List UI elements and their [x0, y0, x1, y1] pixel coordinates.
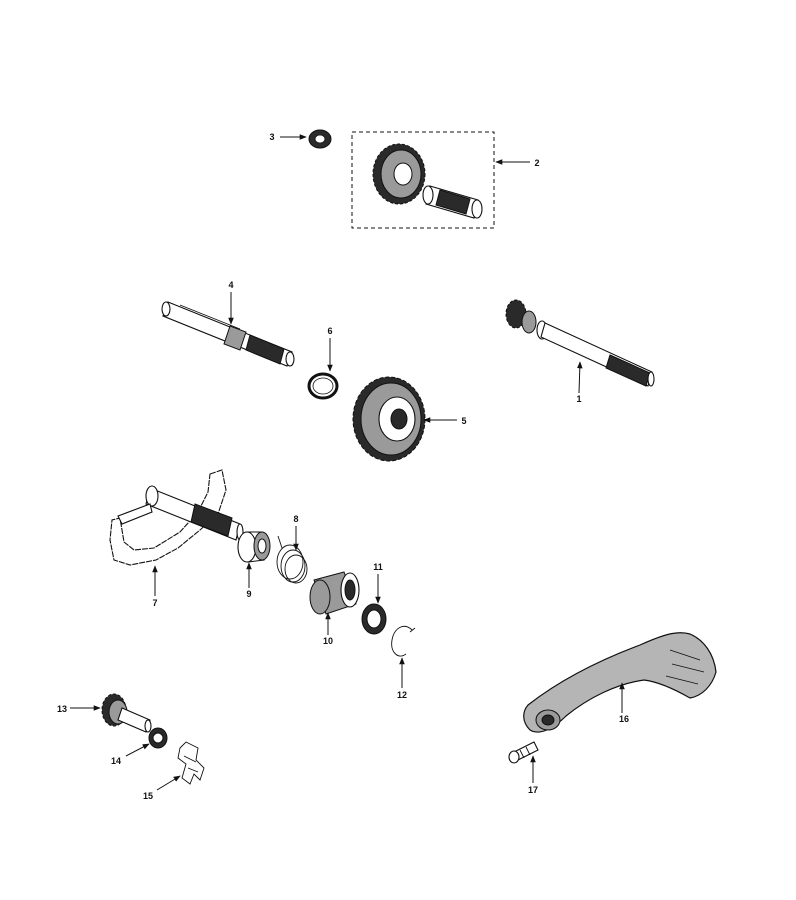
- callout-12: 12: [397, 690, 407, 700]
- callout-17: 17: [528, 785, 538, 795]
- callout-1: 1: [576, 394, 581, 404]
- part-8-spring: [276, 535, 308, 584]
- leader-14: [125, 743, 150, 757]
- callout-15: 15: [143, 791, 153, 801]
- callout-10: 10: [323, 636, 333, 646]
- callout-8: 8: [293, 514, 298, 524]
- callout-3: 3: [269, 132, 274, 142]
- part-10-sleeve: [309, 571, 360, 615]
- part-2-pinion-shaft: [422, 185, 483, 219]
- part-14-washer: [148, 727, 168, 749]
- callout-5: 5: [461, 416, 466, 426]
- callout-labels: 1 2 3 4 5 6 7 8 9 10 11 12 13 14 15 16 1…: [57, 132, 629, 801]
- callout-11: 11: [373, 562, 383, 572]
- callout-6: 6: [327, 326, 332, 336]
- part-17-bolt: [508, 741, 539, 764]
- part-1-input-shaft: [505, 299, 655, 387]
- part-11-washer: [361, 603, 387, 635]
- part-9-bushing: [237, 531, 271, 563]
- part-3-washer: [308, 129, 332, 149]
- part-2-gear: [372, 143, 426, 205]
- callout-2: 2: [534, 158, 539, 168]
- leader-lines: [70, 134, 625, 791]
- callout-13: 13: [57, 704, 67, 714]
- callout-7: 7: [152, 598, 157, 608]
- part-5-gear: [352, 376, 426, 462]
- callout-4: 4: [228, 280, 233, 290]
- part-4-shaft: [161, 301, 295, 367]
- part-7-kick-shaft: [109, 469, 244, 566]
- leader-1: [576, 361, 583, 394]
- part-2-gear-set: [351, 131, 495, 229]
- part-12-circlip: [391, 626, 416, 657]
- callout-16: 16: [619, 714, 629, 724]
- callout-9: 9: [246, 589, 251, 599]
- part-6-circlip: [307, 372, 339, 400]
- leader-15: [156, 775, 181, 791]
- callout-14: 14: [111, 756, 121, 766]
- part-13-gear: [101, 693, 152, 733]
- part-15-clip: [177, 741, 205, 785]
